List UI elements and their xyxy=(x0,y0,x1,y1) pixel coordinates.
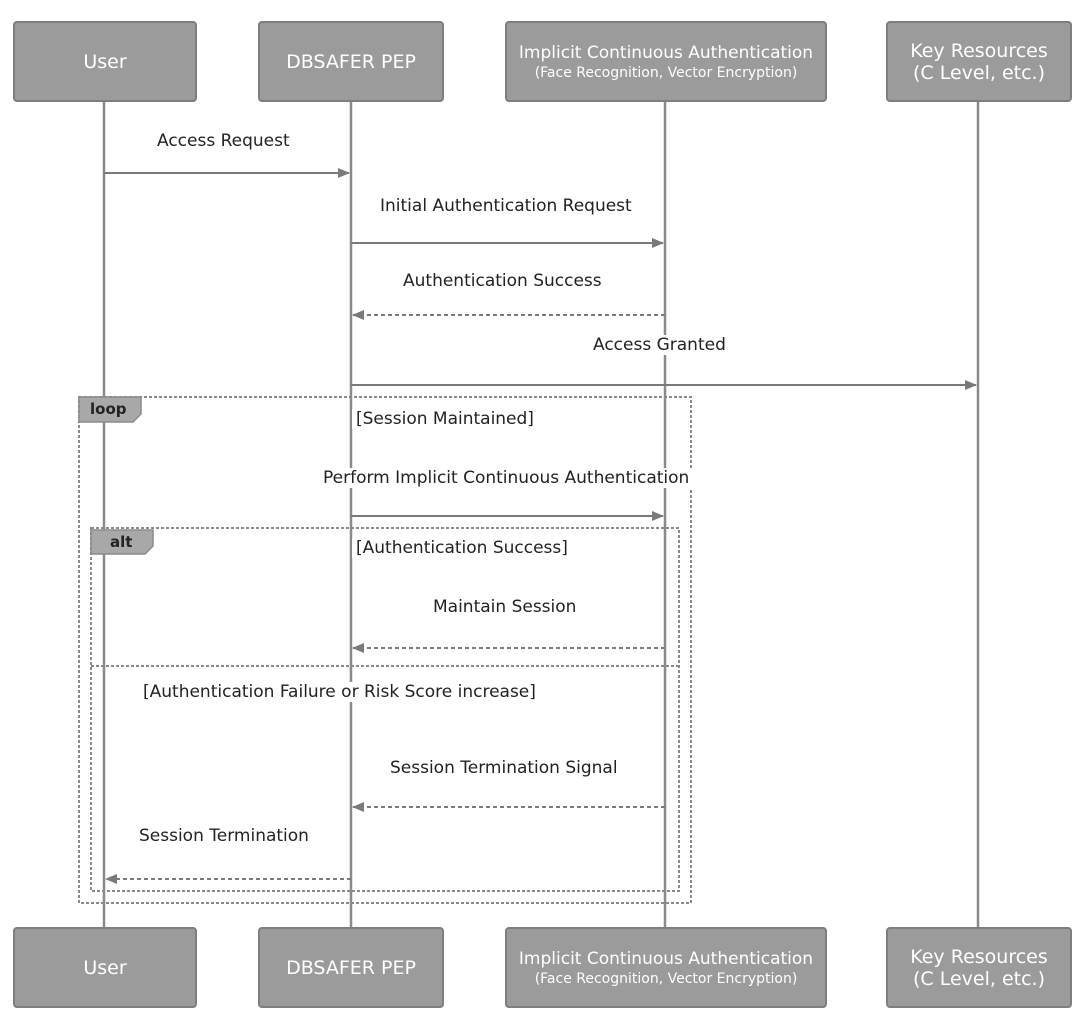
label-initial-auth-request: Initial Authentication Request xyxy=(376,196,636,216)
actor-ica-top: Implicit Continuous Authentication (Face… xyxy=(505,21,827,102)
label-session-termination: Session Termination xyxy=(135,826,313,846)
loop-tag-label: loop xyxy=(90,400,127,418)
actor-ica-bottom: Implicit Continuous Authentication (Face… xyxy=(505,927,827,1008)
alt-tag-label: alt xyxy=(110,533,133,551)
actor-pep-bottom: DBSAFER PEP xyxy=(258,927,444,1008)
actor-ica-label: Implicit Continuous Authentication xyxy=(518,948,814,969)
actor-ica-label: Implicit Continuous Authentication xyxy=(518,42,814,63)
alt-frame xyxy=(90,527,680,892)
alt-guard-success: [Authentication Success] xyxy=(352,538,572,558)
loop-tag-shape xyxy=(78,396,142,423)
label-maintain-session: Maintain Session xyxy=(429,597,581,617)
label-perform-ica: Perform Implicit Continuous Authenticati… xyxy=(319,468,694,488)
actor-user-bottom: User xyxy=(13,927,197,1008)
label-access-request: Access Request xyxy=(153,131,294,151)
actor-pep-top: DBSAFER PEP xyxy=(258,21,444,102)
loop-guard: [Session Maintained] xyxy=(352,409,538,429)
actor-pep-label: DBSAFER PEP xyxy=(286,956,416,979)
alt-guard-failure: [Authentication Failure or Risk Score in… xyxy=(139,682,540,702)
loop-frame xyxy=(78,396,692,904)
actor-ica-sublabel: (Face Recognition, Vector Encryption) xyxy=(534,970,798,987)
actor-key-sublabel: (C Level, etc.) xyxy=(913,61,1045,84)
actor-key-label: Key Resources xyxy=(910,945,1048,968)
actor-user-label: User xyxy=(83,956,127,979)
actor-key-sublabel: (C Level, etc.) xyxy=(913,967,1045,990)
label-auth-success: Authentication Success xyxy=(399,271,606,291)
actor-ica-sublabel: (Face Recognition, Vector Encryption) xyxy=(534,64,798,81)
actor-key-bottom: Key Resources (C Level, etc.) xyxy=(886,927,1072,1008)
actor-user-label: User xyxy=(83,50,127,73)
actor-key-top: Key Resources (C Level, etc.) xyxy=(886,21,1072,102)
actor-user-top: User xyxy=(13,21,197,102)
actor-key-label: Key Resources xyxy=(910,39,1048,62)
label-session-termination-signal: Session Termination Signal xyxy=(386,758,622,778)
actor-pep-label: DBSAFER PEP xyxy=(286,50,416,73)
label-access-granted: Access Granted xyxy=(589,335,730,355)
alt-tag-shape xyxy=(90,529,154,555)
